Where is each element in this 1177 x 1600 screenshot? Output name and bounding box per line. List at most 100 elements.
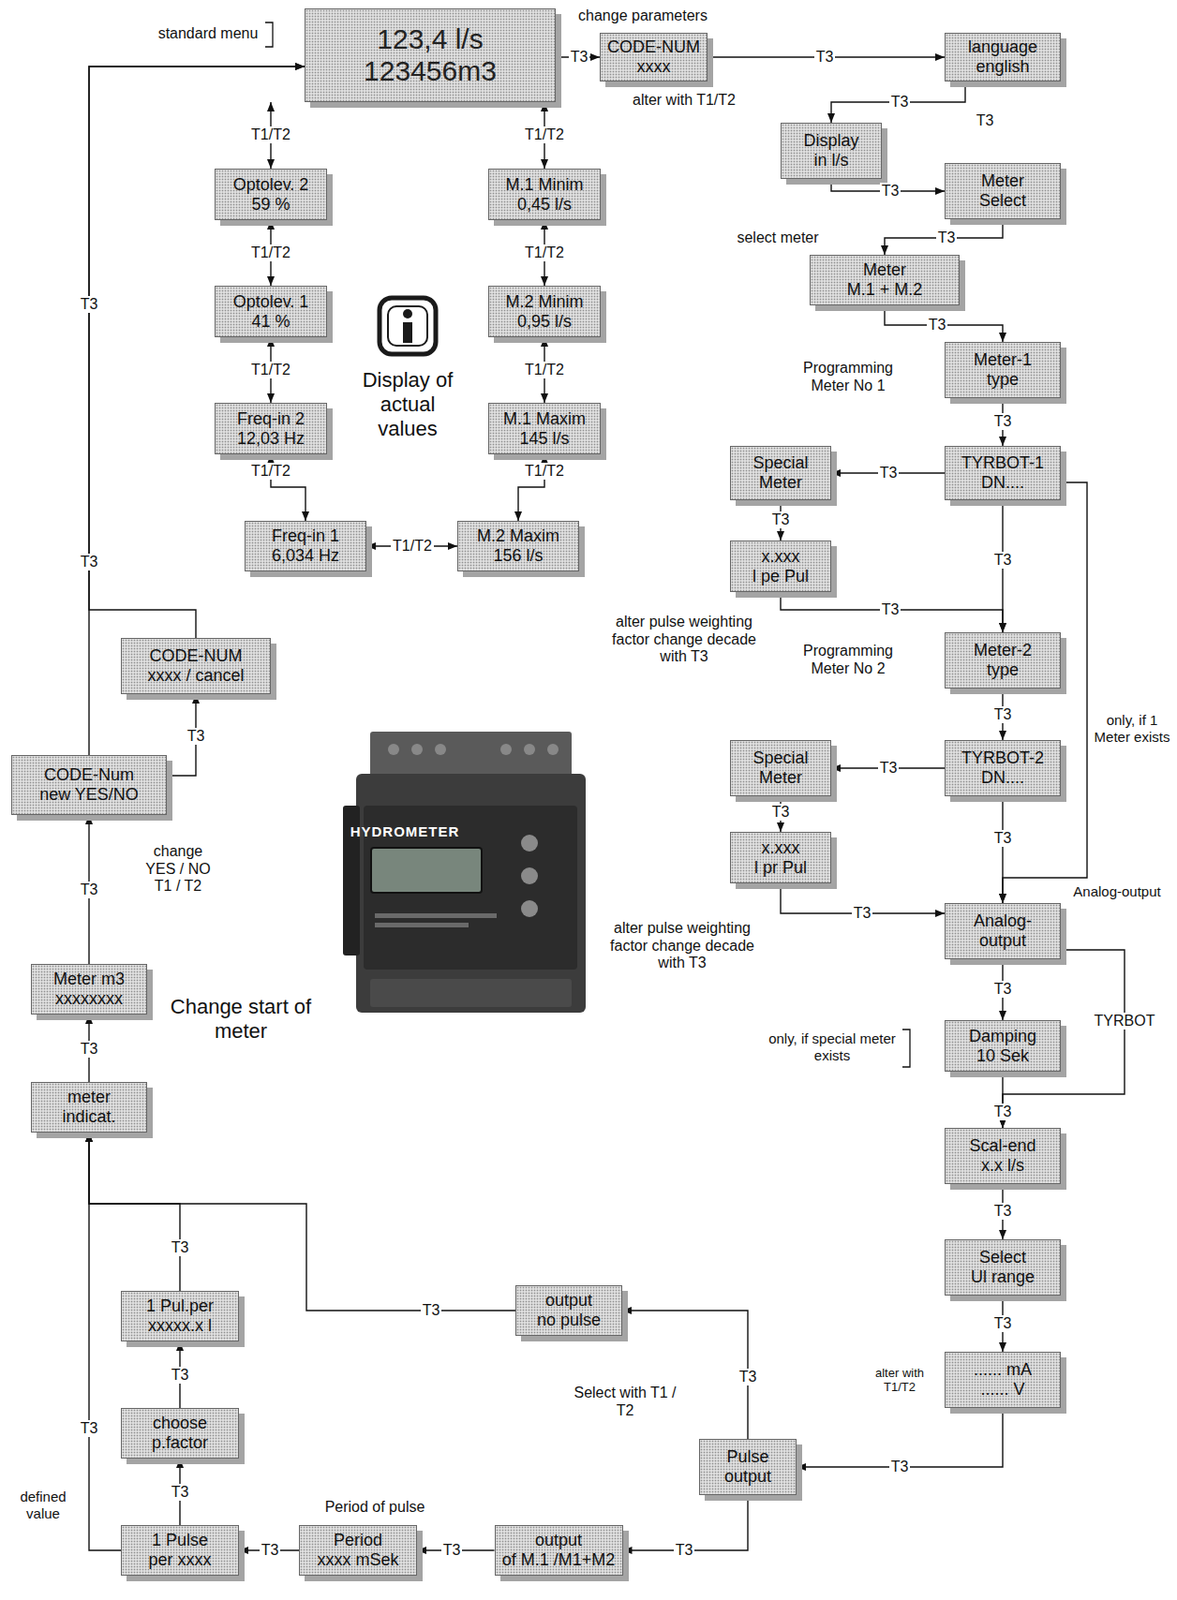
key-label: T1/T2 — [249, 462, 293, 480]
key-label: T1/T2 — [249, 361, 293, 379]
box-text: Optolev. 2 — [233, 175, 310, 195]
annotation: Period of pulse — [325, 1499, 426, 1518]
flow-arrow — [831, 81, 966, 123]
key-label: T3 — [259, 1542, 282, 1560]
brand-name: HYDROMETER — [350, 823, 461, 841]
flow-arrow — [89, 1132, 121, 1551]
flow-arrow — [780, 592, 1003, 633]
key-label: T3 — [185, 728, 208, 745]
key-label: T3 — [737, 1369, 760, 1386]
annotation: defined value — [5, 1489, 81, 1522]
box-text: of M.1 /M1+M2 — [502, 1550, 616, 1571]
key-label: T3 — [673, 1542, 696, 1560]
key-label: T3 — [78, 1041, 101, 1058]
key-label: T3 — [926, 316, 949, 334]
value-box: M.2 Maxim156 l/s — [457, 521, 580, 572]
menu-box: ...... mA...... V — [944, 1352, 1061, 1409]
box-text: Meter-2 — [973, 640, 1032, 661]
menu-box: MeterSelect — [944, 163, 1061, 220]
box-text: xxxxx.x l — [148, 1316, 212, 1337]
menu-box: TYRBOT-2DN.... — [944, 740, 1061, 797]
key-label: T3 — [992, 706, 1014, 724]
value-box: Freq-in 16,034 Hz — [244, 521, 367, 572]
menu-box: SelectUl range — [944, 1239, 1061, 1297]
value-box: M.2 Minim0,95 l/s — [488, 285, 601, 338]
key-label: T3 — [992, 981, 1014, 999]
box-text: ...... V — [980, 1380, 1025, 1401]
box-text: p.factor — [151, 1433, 209, 1454]
flow-arrow — [884, 219, 1003, 255]
box-text: Ul range — [970, 1267, 1035, 1288]
key-label: T3 — [992, 1315, 1014, 1333]
box-text: M.1 + M.2 — [847, 280, 924, 300]
bracket — [265, 22, 273, 47]
flow-arrow — [622, 1311, 748, 1440]
key-label: T1/T2 — [522, 244, 567, 262]
menu-box: Periodxxxx mSek — [298, 1525, 418, 1577]
menu-box: CODE-Numnew YES/NO — [11, 755, 167, 816]
menu-box: Meter-1type — [944, 342, 1061, 399]
menu-box: languageenglish — [944, 32, 1061, 82]
key-label: T1/T2 — [249, 126, 293, 144]
box-text: per xxxx — [148, 1550, 211, 1571]
annotation: alter with T1/T2 — [863, 1366, 937, 1396]
box-text: M.1 Minim — [505, 175, 583, 195]
flow-arrow — [89, 1132, 180, 1292]
box-text: Pulse — [726, 1447, 769, 1468]
menu-box: Scal-endx.x l/s — [944, 1128, 1061, 1185]
key-label: T3 — [879, 182, 902, 200]
box-text: Freq-in 1 — [271, 526, 340, 547]
value-box: M.1 Minim0,45 l/s — [488, 168, 601, 221]
key-label: T3 — [169, 1239, 192, 1257]
value-box: M.1 Maxim145 l/s — [488, 402, 601, 455]
box-text: xxxx — [637, 57, 671, 77]
key-label: T3 — [78, 1420, 101, 1438]
key-label: T3 — [879, 601, 902, 619]
box-text: l pe Pul — [752, 566, 809, 587]
menu-box: outputof M.1 /M1+M2 — [494, 1525, 624, 1577]
flow-arrow — [1002, 482, 1088, 904]
menu-box: Analog-output — [944, 903, 1061, 960]
value-box: Freq-in 212,03 Hz — [214, 402, 328, 455]
menu-box: Damping10 Sek — [944, 1020, 1061, 1073]
annotation: only, if 1 Meter exists — [1092, 712, 1172, 745]
device-photo — [342, 731, 586, 1014]
box-text: Meter m3 — [53, 969, 125, 990]
annotation: Select with T1 / T2 — [573, 1385, 677, 1421]
annotation: change YES / NO T1 / T2 — [140, 843, 216, 897]
menu-box: CODE-NUMxxxx / cancel — [120, 638, 271, 695]
box-text: output — [535, 1531, 582, 1551]
menu-box: meterindicat. — [30, 1082, 148, 1133]
annotation: select meter — [736, 229, 819, 248]
menu-box: Displayin l/s — [780, 122, 882, 179]
annotation: T3 — [976, 112, 995, 131]
box-text: language — [968, 37, 1038, 58]
box-text: CODE-NUM — [149, 646, 243, 667]
box-text: 123,4 l/s — [376, 23, 483, 57]
menu-box: x.xxxl pe Pul — [730, 540, 832, 593]
box-text: 145 l/s — [519, 429, 569, 449]
box-text: ...... mA — [973, 1360, 1032, 1381]
menu-box: 1 Pul.perxxxxx.x l — [120, 1291, 239, 1342]
key-label: T3 — [936, 229, 958, 247]
key-label: T3 — [878, 464, 900, 482]
box-text: Meter — [981, 171, 1025, 192]
key-label: TYRBOT — [1092, 1013, 1158, 1030]
box-text: no pulse — [536, 1311, 601, 1331]
box-text: 10 Sek — [976, 1046, 1029, 1067]
box-text: english — [975, 57, 1029, 77]
box-text: Meter-1 — [973, 350, 1032, 371]
bracket — [902, 1029, 910, 1068]
menu-box: Meter-2type — [944, 632, 1061, 689]
key-label: T3 — [78, 553, 101, 572]
box-text: 6,034 Hz — [271, 546, 340, 567]
menu-box: Meter m3xxxxxxxx — [30, 964, 148, 1015]
key-label: T3 — [770, 511, 792, 529]
menu-box: x.xxxl pr Pul — [730, 832, 832, 884]
box-text: xxxx / cancel — [147, 666, 244, 686]
display-box: 123,4 l/s123456m3 — [304, 8, 556, 103]
box-text: M.2 Minim — [505, 292, 583, 313]
key-label: T3 — [169, 1367, 192, 1385]
annotation: Programming Meter No 2 — [789, 642, 908, 679]
